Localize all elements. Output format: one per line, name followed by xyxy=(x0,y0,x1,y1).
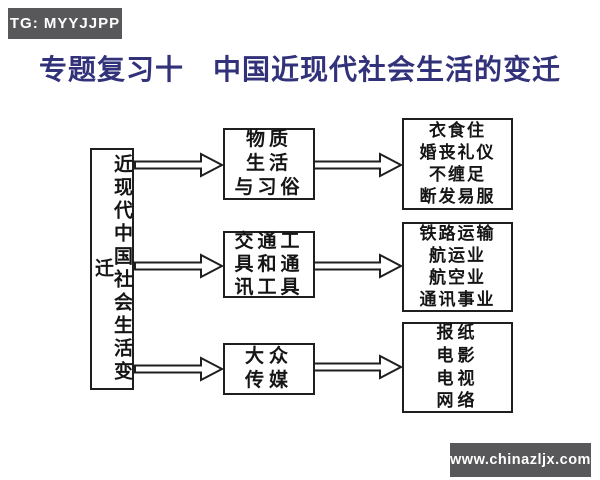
branch-box-transport-communication: 交通工 具和通 讯工具 xyxy=(223,231,315,298)
branch-box-mass-media: 大众 传媒 xyxy=(223,343,315,395)
root-topic-box: 近现代中国社会生活变迁 xyxy=(90,148,134,390)
arrow-root-to-branch-1-icon xyxy=(134,152,225,178)
detail-box-mass-media: 报纸 电影 电视 网络 xyxy=(402,322,513,413)
arrow-root-to-branch-2-icon xyxy=(134,253,225,279)
detail-box-material-life: 衣食住 婚丧礼仪 不缠足 断发易服 xyxy=(402,118,513,210)
detail-box-transport-communication: 铁路运输 航运业 航空业 通讯事业 xyxy=(402,222,513,312)
watermark-bottom-right-badge: www.chinazljx.com xyxy=(450,443,591,477)
arrow-branch-3-to-detail-icon xyxy=(313,354,404,380)
watermark-top-left-badge: TG: MYYJJPP xyxy=(8,8,122,39)
branch-box-material-life: 物质 生活 与习俗 xyxy=(223,128,315,200)
arrow-root-to-branch-3-icon xyxy=(134,356,225,382)
arrow-branch-1-to-detail-icon xyxy=(313,152,404,178)
page-title: 专题复习十 中国近现代社会生活的变迁 xyxy=(38,55,561,86)
arrow-branch-2-to-detail-icon xyxy=(313,253,404,279)
